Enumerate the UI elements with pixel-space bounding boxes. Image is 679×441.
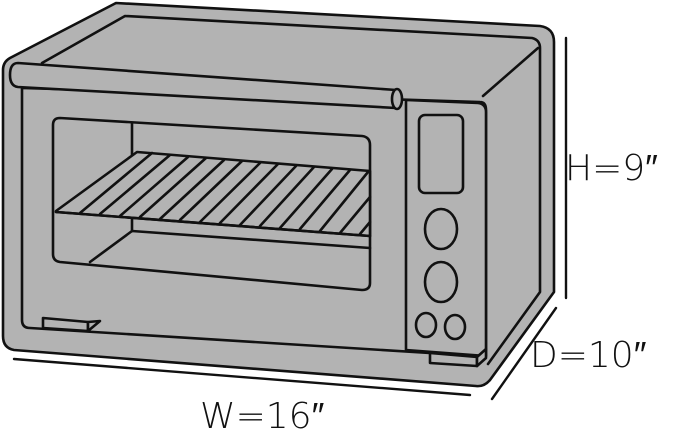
large-knob-2 [423,260,459,304]
height-label: H=9″ [565,148,658,189]
handle-end-cap [390,87,404,111]
side-panel-edge [481,46,540,98]
depth-label: D=10″ [530,335,647,376]
small-button-1 [414,311,438,339]
top-face-edge [40,14,542,366]
width-label: W=16″ [200,396,325,437]
handle-bar [8,61,398,110]
width-dimension-line [12,357,472,397]
interior-floor-edge [88,229,134,264]
large-knob-1 [423,207,459,251]
small-button-2 [443,313,467,341]
digital-display [417,113,465,195]
front-left-foot-side [86,319,102,333]
depth-dimension-line [490,306,558,401]
rack-front-bar [54,210,372,238]
rack-wires [78,151,372,236]
interior-floor-line [130,229,372,250]
front-right-foot-side [475,347,488,368]
